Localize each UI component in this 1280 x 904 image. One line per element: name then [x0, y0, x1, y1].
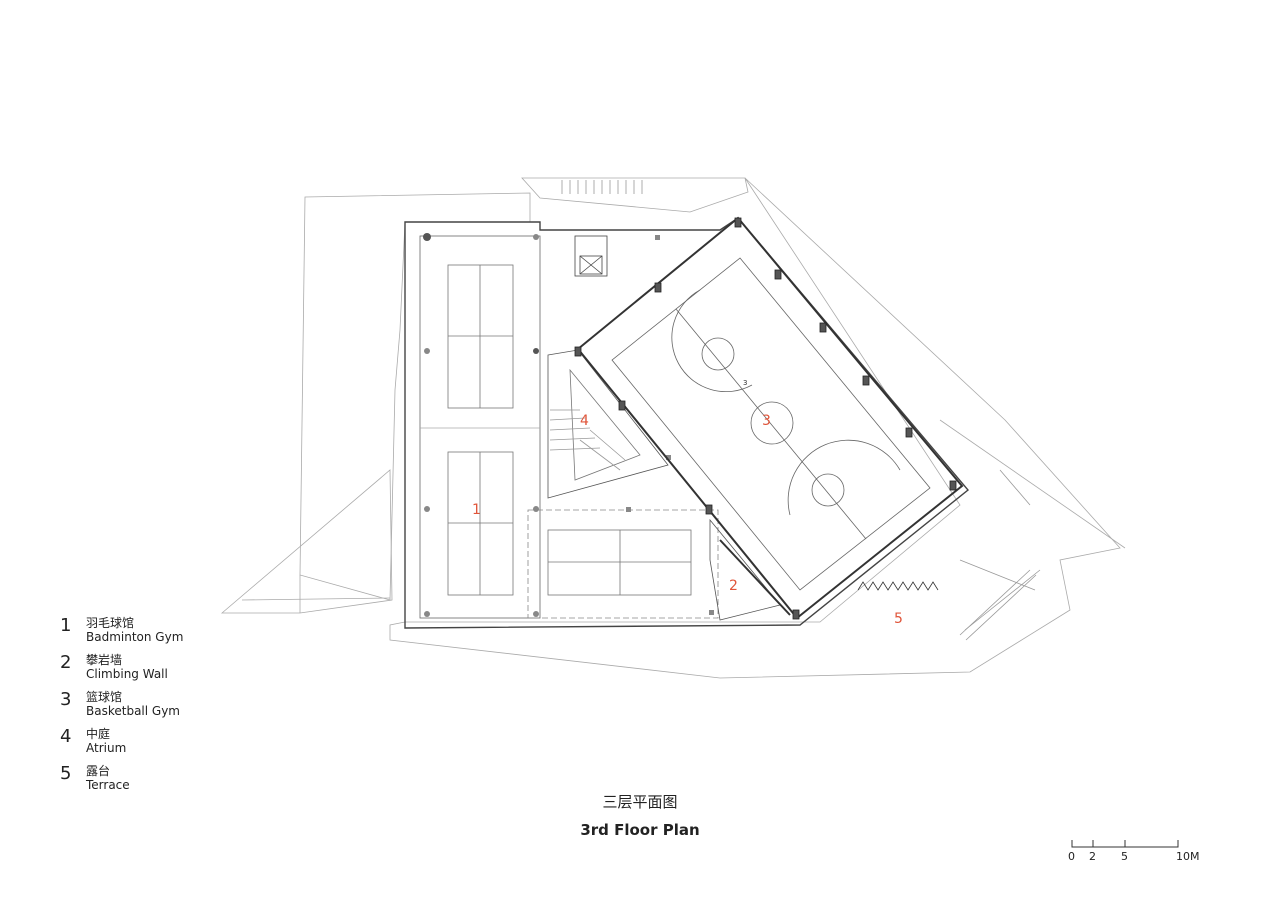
lower-left-wing: [220, 469, 393, 614]
climbing-wall: [709, 518, 781, 621]
scale-bar-line: [1071, 840, 1179, 848]
room-label-terrace: 5: [894, 611, 903, 627]
room-label-climbing: 2: [729, 578, 738, 594]
legend-number: 3: [60, 689, 72, 710]
legend-english: Terrace: [86, 778, 130, 792]
legend-english: Atrium: [86, 741, 127, 755]
title-chinese: 三层平面图: [602, 793, 678, 811]
room-label-atrium: 4: [580, 413, 589, 429]
small-mark: 3: [743, 379, 747, 387]
legend-chinese: 中庭: [86, 727, 111, 741]
legend-chinese: 羽毛球馆: [86, 616, 135, 630]
legend-number: 2: [60, 652, 72, 673]
legend-number: 1: [60, 615, 72, 636]
scale-tick: 10M: [1176, 850, 1200, 863]
top-stair-outline: [521, 177, 749, 213]
title-english: 3rd Floor Plan: [580, 821, 700, 839]
badminton-hall: [419, 235, 541, 619]
basketball-court: [611, 257, 931, 591]
legend-number: 4: [60, 726, 72, 747]
scale-bar: 0 2 5 10M: [1066, 838, 1206, 868]
left-wing-outline: [299, 192, 531, 601]
building-outline: [404, 217, 969, 629]
legend-english: Climbing Wall: [86, 667, 168, 681]
legend-english: Basketball Gym: [86, 704, 180, 718]
legend-number: 5: [60, 763, 72, 784]
scale-tick: 2: [1089, 850, 1096, 863]
scale-tick: 0: [1068, 850, 1075, 863]
right-terrace-outline: [389, 177, 1121, 679]
legend-english: Badminton Gym: [86, 630, 184, 644]
elevator: [574, 235, 608, 277]
legend-chinese: 攀岩墙: [86, 653, 123, 667]
badminton-court: [447, 264, 692, 596]
room-label-basketball: 3: [762, 413, 771, 429]
room-label-badminton: 1: [472, 502, 481, 518]
atrium: [547, 349, 669, 499]
legend-chinese: 篮球馆: [86, 690, 123, 704]
scale-tick: 5: [1121, 850, 1128, 863]
legend-chinese: 露台: [86, 764, 111, 778]
